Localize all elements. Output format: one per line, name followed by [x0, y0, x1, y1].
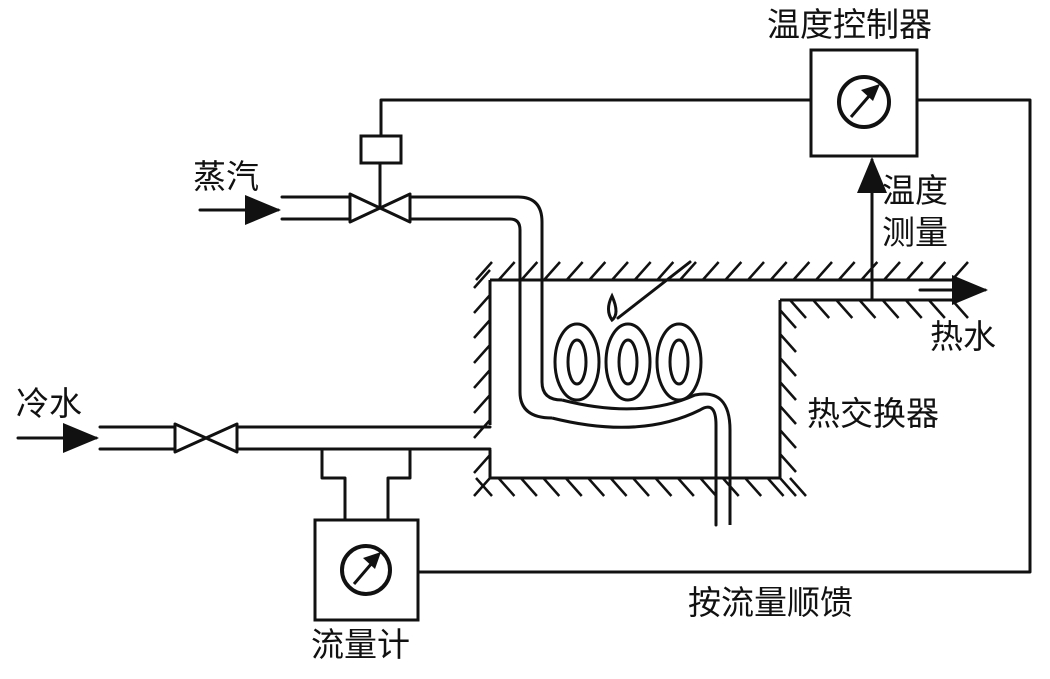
- hatch-mark: [815, 261, 833, 281]
- control-valve-icon[interactable]: [348, 161, 412, 224]
- hatch-mark: [747, 261, 765, 281]
- hatch-mark: [724, 261, 743, 281]
- hot-water-label: 热水: [930, 317, 996, 356]
- hatch-mark: [519, 477, 538, 497]
- hatch-mark: [789, 477, 807, 497]
- gauge-icon: [837, 75, 891, 129]
- hatch-mark: [951, 299, 969, 319]
- hatch-mark: [699, 477, 718, 497]
- hatch-mark: [473, 419, 491, 439]
- hatch-mark: [792, 261, 811, 281]
- hatch-mark: [473, 454, 491, 474]
- hatch-mark: [564, 477, 583, 497]
- hatch-mark: [565, 261, 584, 281]
- hatch-mark: [769, 261, 788, 281]
- temperature-controller-label: 温度控制器: [767, 5, 932, 44]
- cold-water-label: 冷水: [16, 384, 82, 423]
- actuator-icon: [359, 134, 403, 165]
- hatch-mark: [497, 261, 516, 281]
- flow-meter: [313, 447, 420, 622]
- hatch-mark: [779, 453, 797, 473]
- temperature-sensor: [607, 260, 692, 323]
- hatch-mark: [473, 269, 491, 289]
- hatch-mark: [883, 261, 901, 281]
- hatch-mark: [779, 405, 797, 425]
- hatch-mark: [497, 477, 516, 497]
- hatch-mark: [475, 261, 493, 281]
- hatch-mark: [744, 477, 763, 497]
- hatch-mark: [473, 294, 491, 314]
- vessel-bottom-hatching: [475, 477, 807, 497]
- hatch-mark: [860, 261, 879, 281]
- hatch-mark: [473, 394, 491, 414]
- feedforward-label: 按流量顺馈: [688, 583, 853, 622]
- gauge-icon: [340, 544, 392, 596]
- hatch-mark: [779, 309, 797, 329]
- hatch-mark: [701, 261, 720, 281]
- hatch-mark: [837, 261, 856, 281]
- temperature-measurement-label-line2: 测量: [882, 213, 948, 252]
- hatch-mark: [656, 261, 675, 281]
- feedforward-signal-line: [416, 98, 1032, 574]
- hatch-mark: [609, 477, 628, 497]
- hatch-mark: [679, 261, 697, 281]
- hatch-mark: [632, 477, 650, 497]
- hatch-mark: [543, 261, 561, 281]
- heating-coil: [551, 322, 732, 527]
- control-signal-line: [379, 98, 813, 138]
- cold-water-pipe: [98, 425, 492, 451]
- steam-pipe: [280, 195, 563, 420]
- flow-meter-label: 流量计: [311, 625, 410, 664]
- hatch-mark: [812, 299, 831, 319]
- hatch-mark: [676, 477, 695, 497]
- hatch-mark: [779, 333, 797, 353]
- heat-exchanger-vessel: [488, 278, 958, 480]
- vessel-right-hatching: [779, 309, 797, 497]
- hatch-mark: [927, 299, 946, 319]
- hatch-mark: [779, 429, 797, 449]
- vessel-left-hatching: [473, 269, 491, 497]
- hatch-mark: [951, 261, 969, 281]
- vessel-top-hatching: [475, 261, 969, 281]
- hatch-mark: [473, 319, 491, 339]
- hatch-mark: [611, 261, 629, 281]
- hatch-mark: [588, 261, 607, 281]
- steam-label: 蒸汽: [193, 157, 259, 196]
- hatch-mark: [542, 477, 561, 497]
- hand-valve-icon[interactable]: [173, 422, 239, 454]
- hatch-mark: [881, 299, 900, 319]
- hatch-mark: [473, 344, 491, 364]
- hatch-mark: [779, 381, 797, 401]
- hatch-mark: [858, 299, 877, 319]
- hatch-mark: [779, 477, 797, 497]
- hatch-mark: [766, 477, 785, 497]
- hatch-mark: [835, 299, 854, 319]
- hatch-mark: [779, 357, 797, 377]
- hatch-mark: [587, 477, 606, 497]
- hatch-mark: [473, 477, 491, 497]
- heat-exchanger-label: 热交换器: [807, 394, 939, 433]
- hatch-mark: [905, 261, 924, 281]
- hatch-mark: [654, 477, 673, 497]
- hatch-mark: [633, 261, 652, 281]
- hatch-mark: [928, 261, 947, 281]
- temperature-measurement-label-line1: 温度: [882, 171, 948, 210]
- hatch-mark: [473, 369, 491, 389]
- outlet-bottom-hatching: [789, 299, 969, 319]
- hatch-mark: [475, 477, 493, 497]
- hatch-mark: [904, 299, 923, 319]
- hatch-mark: [789, 299, 807, 319]
- hatch-mark: [520, 261, 539, 281]
